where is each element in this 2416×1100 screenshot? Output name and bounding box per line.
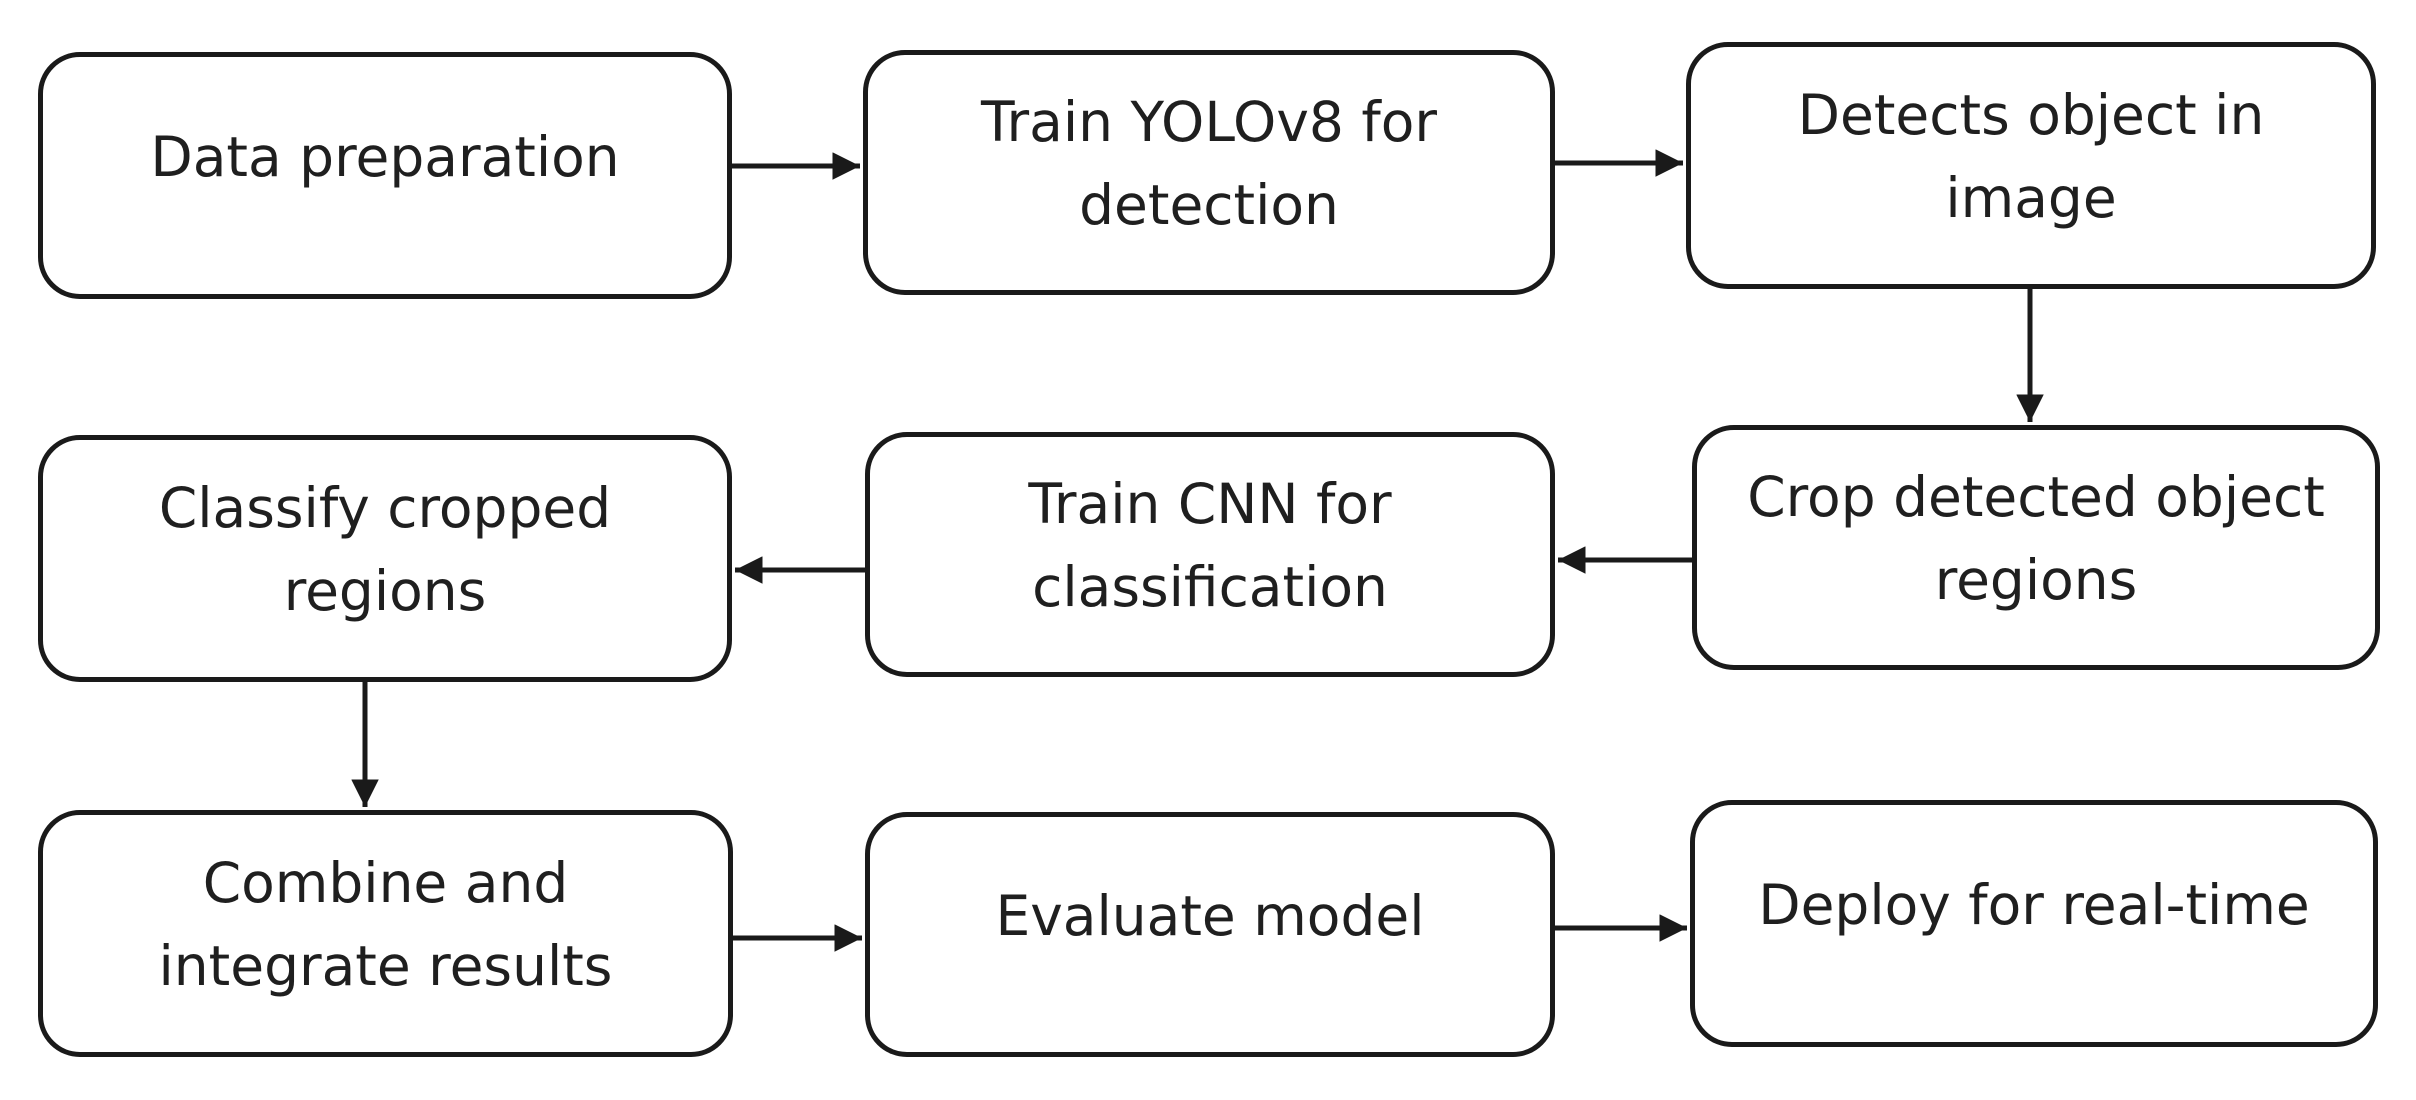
step-classify-regions: Classify cropped regions <box>38 435 732 682</box>
step-label: Detects object in image <box>1797 83 2265 230</box>
step-crop-regions: Crop detected object regions <box>1692 425 2380 670</box>
step-data-preparation: Data preparation <box>38 52 732 299</box>
step-label: Combine and integrate results <box>158 851 613 998</box>
step-detects-object: Detects object in image <box>1686 42 2376 289</box>
step-label: Deploy for real-time <box>1758 873 2310 938</box>
step-label: Data preparation <box>150 125 620 190</box>
step-evaluate-model: Evaluate model <box>865 812 1555 1057</box>
step-label: Evaluate model <box>995 884 1425 949</box>
step-label: Classify cropped regions <box>158 476 612 623</box>
step-train-cnn: Train CNN for classification <box>865 432 1555 677</box>
step-combine-results: Combine and integrate results <box>38 810 733 1057</box>
step-label: Train CNN for classification <box>1028 472 1392 619</box>
step-label: Crop detected object regions <box>1747 465 2325 612</box>
step-label: Train YOLOv8 for detection <box>981 90 1437 237</box>
step-train-yolov8: Train YOLOv8 for detection <box>863 50 1555 295</box>
step-deploy-realtime: Deploy for real-time <box>1690 800 2378 1047</box>
